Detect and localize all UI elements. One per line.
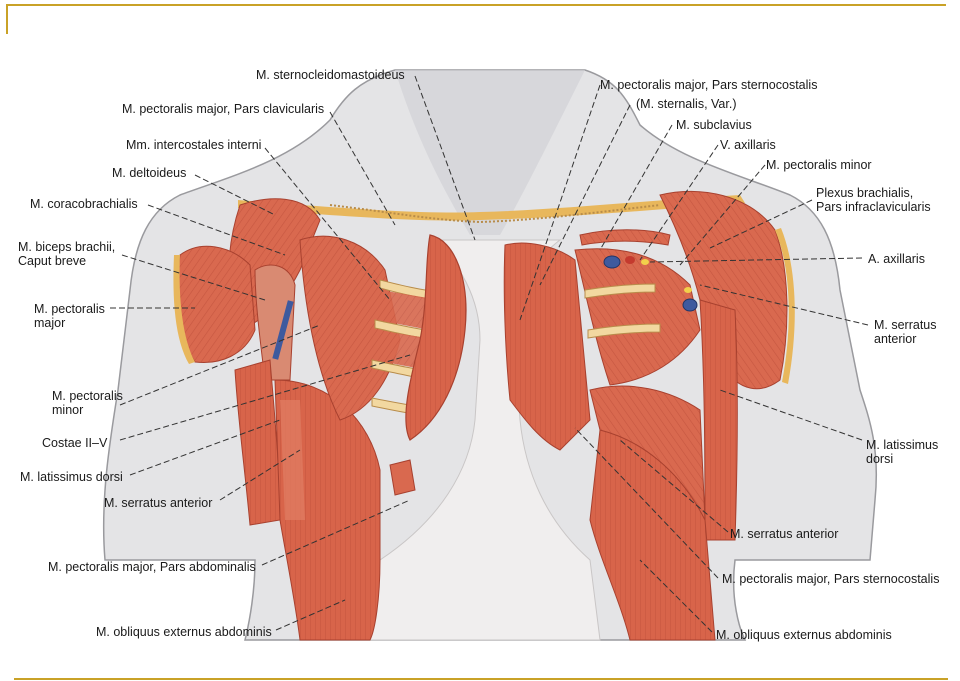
label-deltoideus: M. deltoideus [112, 166, 187, 180]
vessel-left-blue [272, 300, 294, 360]
oblique-right [589, 429, 716, 641]
label-pect-major-sternocostalis-bottom: M. pectoralis major, Pars sternocostalis [722, 572, 940, 586]
label-plexus-brachialis: Plexus brachialis, Pars infraclaviculari… [816, 186, 931, 214]
lat-band-left [280, 400, 305, 520]
label-serratus-right-bottom: M. serratus anterior [730, 527, 839, 541]
leader-lines [110, 75, 869, 633]
pect-major-flap-left [177, 245, 256, 364]
label-latissimus-left: M. latissimus dorsi [20, 470, 123, 484]
label-costae: Costae II–V [42, 436, 108, 450]
label-latissimus-right: M. latissimus dorsi [866, 438, 939, 466]
pect-major-cut-left [405, 234, 467, 441]
label-obliquus-left: M. obliquus externus abdominis [96, 625, 272, 639]
bottom-rule [14, 678, 948, 680]
top-rule [6, 4, 946, 6]
flap-left-fat [173, 255, 195, 364]
label-biceps-brachii: M. biceps brachii, Caput breve [18, 240, 116, 268]
neck-shadow [395, 70, 585, 235]
label-intercostales-interni: Mm. intercostales interni [126, 138, 262, 152]
label-sternocleidomastoideus: M. sternocleidomastoideus [256, 68, 405, 82]
pect-minor-right [574, 248, 701, 386]
label-serratus-right-top: M. serratus anterior [874, 318, 937, 346]
label-pect-major-clavicularis: M. pectoralis major, Pars clavicularis [122, 102, 325, 116]
label-pect-major-sternocostalis-top: M. pectoralis major, Pars sternocostalis [600, 78, 818, 92]
pect-major-right [503, 242, 591, 451]
label-subclavius: M. subclavius [676, 118, 752, 132]
axillary-vessels [603, 255, 698, 312]
label-obliquus-right: M. obliquus externus abdominis [716, 628, 892, 642]
label-pect-minor-right: M. pectoralis minor [766, 158, 872, 172]
label-a-axillaris: A. axillaris [868, 252, 925, 266]
deltoid-right-fat [775, 228, 795, 384]
label-v-axillaris: V. axillaris [720, 138, 776, 152]
label-pect-minor-left: M. pectoralis minor [52, 389, 123, 417]
label-pect-major-abdominalis: M. pectoralis major, Pars abdominalis [48, 560, 256, 574]
clavicle-area [329, 204, 661, 224]
label-pect-major-left: M. pectoralis major [34, 302, 105, 330]
latissimus-right [699, 299, 738, 541]
serratus-tab-left [389, 459, 416, 496]
label-coracobrachialis: M. coracobrachialis [30, 197, 138, 211]
skin-cut-fat [238, 195, 745, 221]
label-sternalis: (M. sternalis, Var.) [636, 97, 737, 111]
deltoid-right [659, 190, 788, 390]
label-serratus-left: M. serratus anterior [104, 496, 213, 510]
ribs-right [584, 283, 661, 339]
left-rule [6, 4, 8, 34]
